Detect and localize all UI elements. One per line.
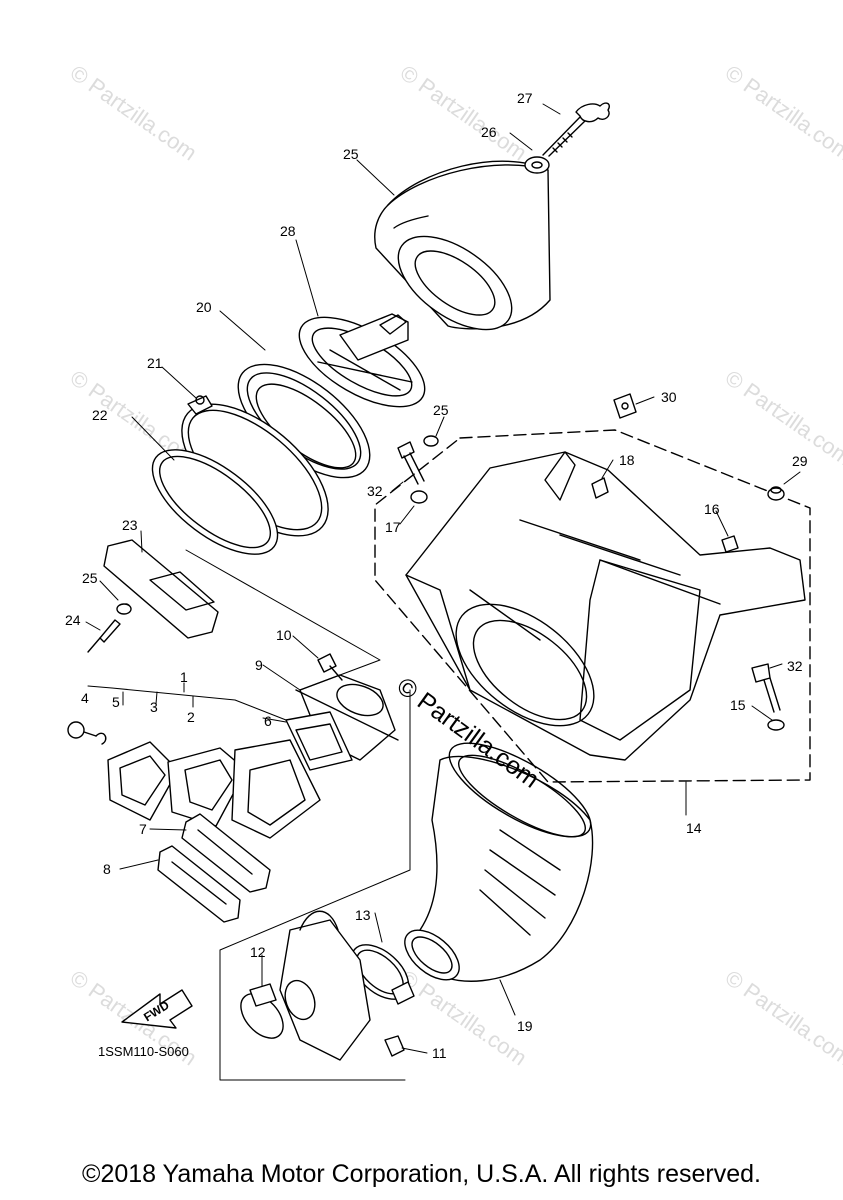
intake-boot <box>404 742 594 982</box>
clamp-13 <box>350 944 415 1005</box>
bolt-32-lower <box>751 663 781 713</box>
washer-27 <box>524 156 550 174</box>
filter-guide <box>298 313 426 408</box>
callout-3: 3 <box>150 699 158 715</box>
callout-16: 16 <box>704 501 720 517</box>
callout-27: 26 <box>481 124 497 140</box>
callout-9: 9 <box>255 657 263 673</box>
bolt-11 <box>384 1035 405 1057</box>
washer-15 <box>767 719 785 731</box>
callout-4: 4 <box>81 690 89 706</box>
rivet-24 <box>87 619 121 653</box>
callout-11: 11 <box>432 1045 447 1061</box>
reed-stopper-2 <box>167 747 247 827</box>
callout-25-left: 25 <box>82 570 98 586</box>
clamp-12 <box>240 983 284 1039</box>
callout-15: 15 <box>730 697 746 713</box>
callout-2: 2 <box>187 709 195 725</box>
leader-lines <box>85 103 801 1081</box>
carburetor <box>279 910 371 1061</box>
clip-16 <box>721 535 739 553</box>
air-box <box>374 429 811 783</box>
callout-19: 19 <box>517 1018 533 1034</box>
washer-25-top <box>423 435 439 447</box>
seal-ring-22 <box>151 449 279 555</box>
screw-4 <box>67 721 97 739</box>
clip-31 <box>613 393 637 419</box>
callout-20: 20 <box>196 299 212 315</box>
callout-12: 12 <box>250 944 266 960</box>
bolt-32-upper <box>397 441 425 485</box>
grommet-30 <box>767 486 785 501</box>
washer-17 <box>410 490 428 504</box>
reed-valve-6 <box>285 711 353 771</box>
callout-32-lower: 32 <box>787 658 803 674</box>
reed-petal-3 <box>107 741 179 821</box>
gasket-7 <box>181 813 271 893</box>
callout-8: 8 <box>103 861 111 877</box>
callout-28: 27 <box>517 90 533 106</box>
callout-1: 1 <box>180 669 188 685</box>
callout-13: 13 <box>355 907 371 923</box>
callout-24: 24 <box>65 612 81 628</box>
clip-18 <box>591 477 609 499</box>
callout-21: 21 <box>147 355 163 371</box>
callout-5: 5 <box>112 694 120 710</box>
callout-10: 10 <box>276 627 292 643</box>
reed-block <box>231 739 321 839</box>
callout-29: 28 <box>280 223 296 239</box>
callout-17: 17 <box>385 519 401 535</box>
air-filter-element <box>374 160 551 331</box>
part-code: 1SSM110-S060 <box>98 1044 189 1059</box>
callout-25-top: 25 <box>433 402 449 418</box>
callout-30: 29 <box>792 453 808 469</box>
forward-arrow-icon <box>121 989 193 1029</box>
callout-18: 18 <box>619 452 635 468</box>
callout-22: 22 <box>92 407 108 423</box>
plate-23 <box>103 539 219 639</box>
callout-labels: 27 26 25 28 20 21 22 23 25 24 25 32 17 3… <box>65 90 808 1061</box>
callout-7: 7 <box>139 821 147 837</box>
callout-23: 23 <box>122 517 138 533</box>
washer-5 <box>95 732 107 745</box>
callout-14: 14 <box>686 820 702 836</box>
wing-bolt-28 <box>542 102 610 157</box>
callout-6: 6 <box>264 713 272 729</box>
washer-25-left <box>116 603 132 615</box>
copyright-footer: ©2018 Yamaha Motor Corporation, U.S.A. A… <box>82 1160 761 1188</box>
callout-26: 25 <box>343 146 359 162</box>
bolt-10 <box>317 653 343 681</box>
gasket-8 <box>157 845 241 923</box>
callout-31: 30 <box>661 389 677 405</box>
callout-32-upper: 32 <box>367 483 383 499</box>
